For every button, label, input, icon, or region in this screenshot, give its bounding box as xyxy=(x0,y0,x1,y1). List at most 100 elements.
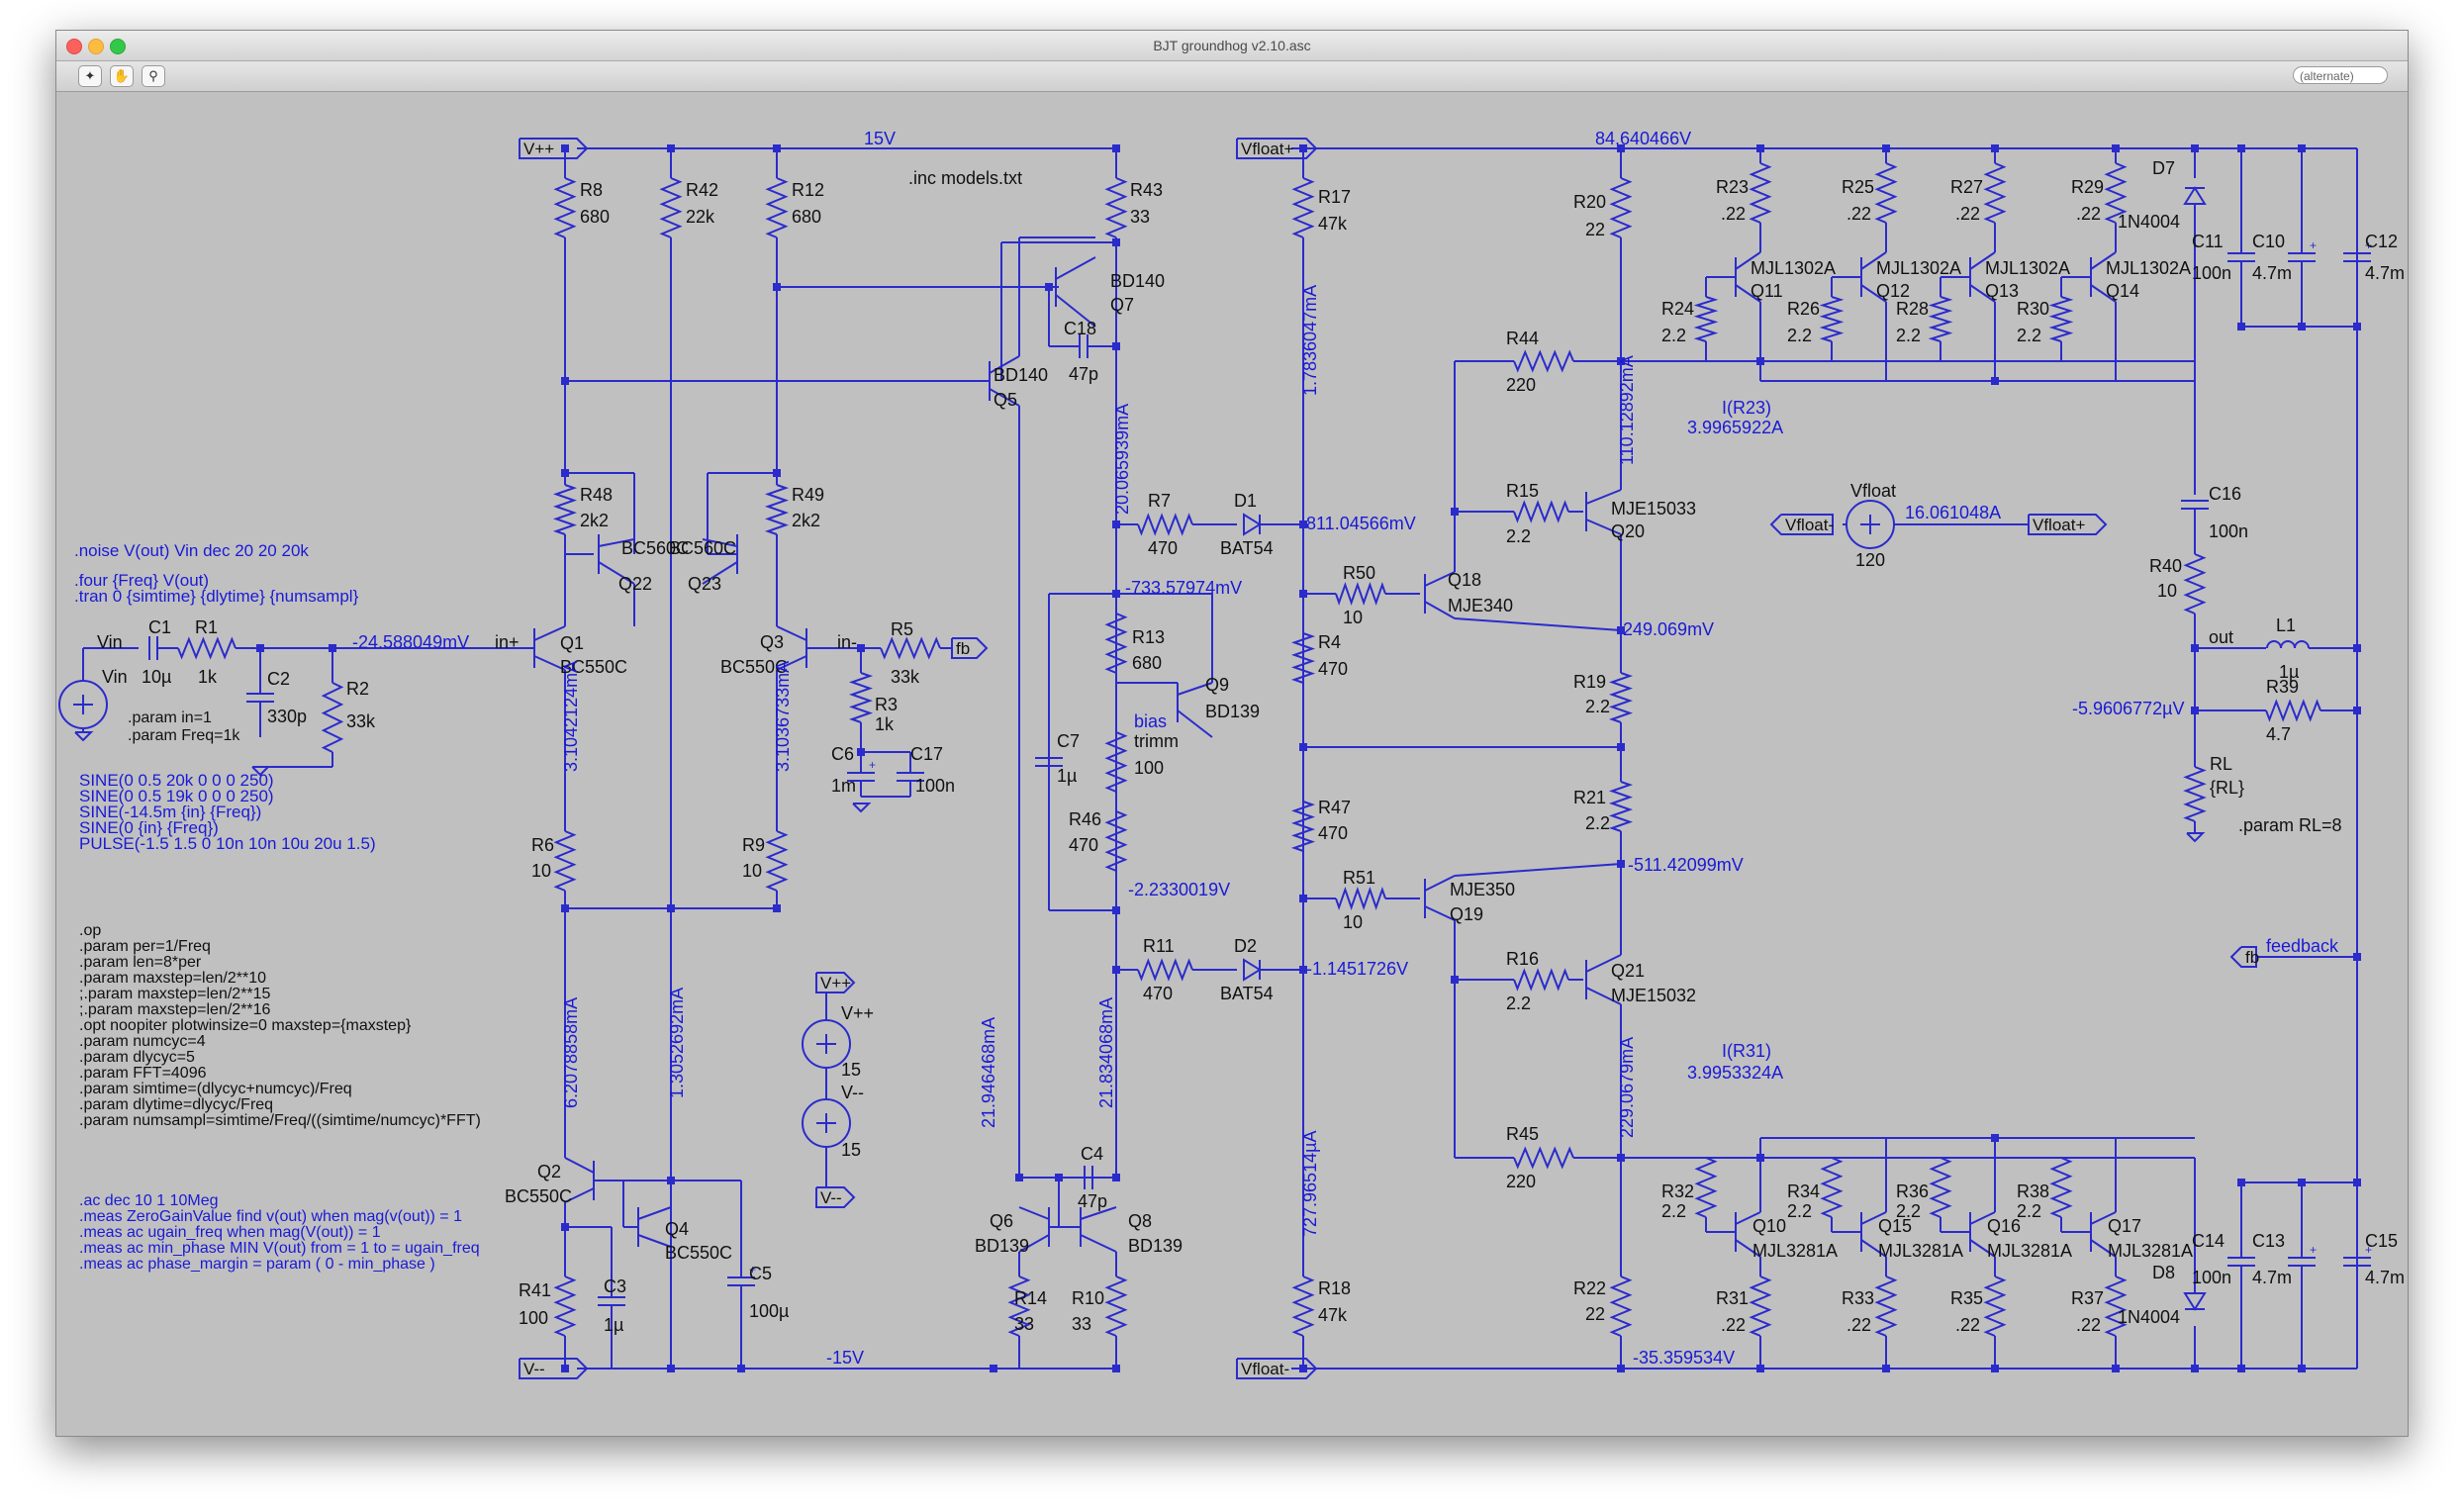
vfloat-minus-tag[interactable] xyxy=(1769,514,1834,535)
c13-capacitor[interactable] xyxy=(2288,1257,2316,1267)
vmm-supply-tag[interactable] xyxy=(815,1186,856,1208)
vsrc-vpp[interactable] xyxy=(802,1019,851,1069)
r45-resistor[interactable] xyxy=(1513,1146,1574,1170)
r25-resistor[interactable] xyxy=(1874,162,1898,224)
r36-resistor[interactable] xyxy=(1929,1157,1952,1218)
r39-resistor[interactable] xyxy=(2265,699,2321,722)
r1-resistor[interactable] xyxy=(177,636,237,660)
r27-resistor[interactable] xyxy=(1983,162,2007,224)
c4-capacitor[interactable] xyxy=(1084,1166,1093,1189)
rail-tag-vfloat-plus[interactable] xyxy=(1236,138,1318,159)
rail-tag-vmm[interactable] xyxy=(519,1358,589,1379)
r5-resistor[interactable] xyxy=(880,636,941,660)
r16-resistor[interactable] xyxy=(1513,968,1569,992)
c15-capacitor[interactable] xyxy=(2343,1257,2371,1267)
r33-resistor[interactable] xyxy=(1874,1276,1898,1337)
q20-transistor[interactable] xyxy=(1585,489,1622,535)
c11-capacitor[interactable] xyxy=(2227,252,2255,262)
r19-resistor[interactable] xyxy=(1608,672,1634,723)
r44-resistor[interactable] xyxy=(1513,349,1574,373)
c10-capacitor[interactable] xyxy=(2288,252,2316,262)
r29-resistor[interactable] xyxy=(2104,162,2128,224)
r8-resistor[interactable] xyxy=(553,177,577,238)
r2-resistor[interactable] xyxy=(321,682,344,753)
d8-diode[interactable] xyxy=(2183,1292,2207,1311)
r42-resistor[interactable] xyxy=(659,177,683,238)
q23-transistor[interactable] xyxy=(702,534,738,585)
r47-resistor[interactable] xyxy=(1290,801,1316,852)
ground-icon[interactable] xyxy=(852,803,872,813)
r4-resistor[interactable] xyxy=(1290,632,1316,684)
vpp-supply-tag[interactable] xyxy=(815,972,856,993)
r34-resistor[interactable] xyxy=(1820,1157,1844,1218)
search-input[interactable]: (alternate) xyxy=(2293,66,2388,84)
vfloat-plus-tag[interactable] xyxy=(2028,514,2108,535)
r32-resistor[interactable] xyxy=(1694,1157,1718,1218)
c3-capacitor[interactable] xyxy=(598,1296,625,1306)
q21-transistor[interactable] xyxy=(1585,954,1622,1005)
q7-transistor[interactable] xyxy=(1055,256,1096,328)
c7-capacitor[interactable] xyxy=(1035,757,1063,767)
d7-diode[interactable] xyxy=(2183,186,2207,205)
r23-resistor[interactable] xyxy=(1749,162,1772,224)
fb-tag-input[interactable] xyxy=(951,637,989,659)
c5-capacitor[interactable] xyxy=(727,1276,755,1286)
c16-capacitor[interactable] xyxy=(2181,500,2209,510)
r20-resistor[interactable] xyxy=(1609,177,1633,238)
q12-transistor[interactable] xyxy=(1860,251,1887,303)
r43-resistor[interactable] xyxy=(1104,177,1128,238)
r48-resistor[interactable] xyxy=(552,484,578,535)
c14-capacitor[interactable] xyxy=(2227,1257,2255,1267)
r38-resistor[interactable] xyxy=(2049,1157,2073,1218)
r11-resistor[interactable] xyxy=(1137,958,1193,982)
pan-hand-icon[interactable]: ✋ xyxy=(110,65,134,87)
r49-resistor[interactable] xyxy=(764,484,790,535)
rail-tag-vpp[interactable] xyxy=(519,138,589,159)
q5-transistor[interactable] xyxy=(989,355,1020,407)
q10-transistor[interactable] xyxy=(1735,1211,1761,1258)
d1-diode[interactable] xyxy=(1243,513,1262,536)
zoom-window-button[interactable] xyxy=(110,39,126,54)
r26-resistor[interactable] xyxy=(1819,296,1845,342)
rl-resistor[interactable] xyxy=(2183,766,2207,822)
q18-transistor[interactable] xyxy=(1424,571,1456,619)
q11-transistor[interactable] xyxy=(1735,251,1761,303)
ground-icon[interactable] xyxy=(2186,832,2206,843)
q19-transistor[interactable] xyxy=(1424,875,1456,921)
r51-resistor[interactable] xyxy=(1335,886,1386,911)
q2-transistor[interactable] xyxy=(564,1157,595,1203)
r7-resistor[interactable] xyxy=(1137,513,1193,536)
c12-capacitor[interactable] xyxy=(2343,252,2371,262)
c18-capacitor[interactable] xyxy=(1079,334,1089,358)
d2-diode[interactable] xyxy=(1243,958,1262,982)
r10-resistor[interactable] xyxy=(1104,1276,1128,1337)
r14-resistor[interactable] xyxy=(1007,1276,1031,1337)
close-window-button[interactable] xyxy=(66,39,82,54)
fb-tag-output[interactable] xyxy=(2229,946,2257,968)
r35-resistor[interactable] xyxy=(1983,1276,2007,1337)
r6-resistor[interactable] xyxy=(553,830,577,892)
q15-transistor[interactable] xyxy=(1860,1211,1887,1258)
r12-resistor[interactable] xyxy=(765,177,789,238)
r3-resistor[interactable] xyxy=(848,672,874,723)
q9-transistor[interactable] xyxy=(1177,682,1213,738)
q13-transistor[interactable] xyxy=(1969,251,1996,303)
vin-source[interactable] xyxy=(58,680,108,729)
q14-transistor[interactable] xyxy=(2090,251,2117,303)
r21-resistor[interactable] xyxy=(1608,781,1634,832)
c17-capacitor[interactable] xyxy=(897,772,924,782)
c6-capacitor[interactable] xyxy=(847,772,875,782)
rail-tag-vfloat-minus[interactable] xyxy=(1236,1358,1318,1379)
r15-resistor[interactable] xyxy=(1513,500,1569,523)
q3-transistor[interactable] xyxy=(776,625,807,671)
q4-transistor[interactable] xyxy=(637,1206,672,1248)
r28-resistor[interactable] xyxy=(1928,296,1953,342)
r40-resistor[interactable] xyxy=(2183,553,2207,614)
schematic-canvas[interactable]: V++V--Vfloat+Vfloat-15V-15V84.640466V-35… xyxy=(56,92,2408,1436)
q6-transistor[interactable] xyxy=(1018,1206,1050,1253)
r37-resistor[interactable] xyxy=(2104,1276,2128,1337)
r17-resistor[interactable] xyxy=(1291,177,1315,238)
q8-transistor[interactable] xyxy=(1080,1206,1117,1253)
c2-capacitor[interactable] xyxy=(246,693,274,703)
probe-icon[interactable]: ⚲ xyxy=(142,65,165,87)
